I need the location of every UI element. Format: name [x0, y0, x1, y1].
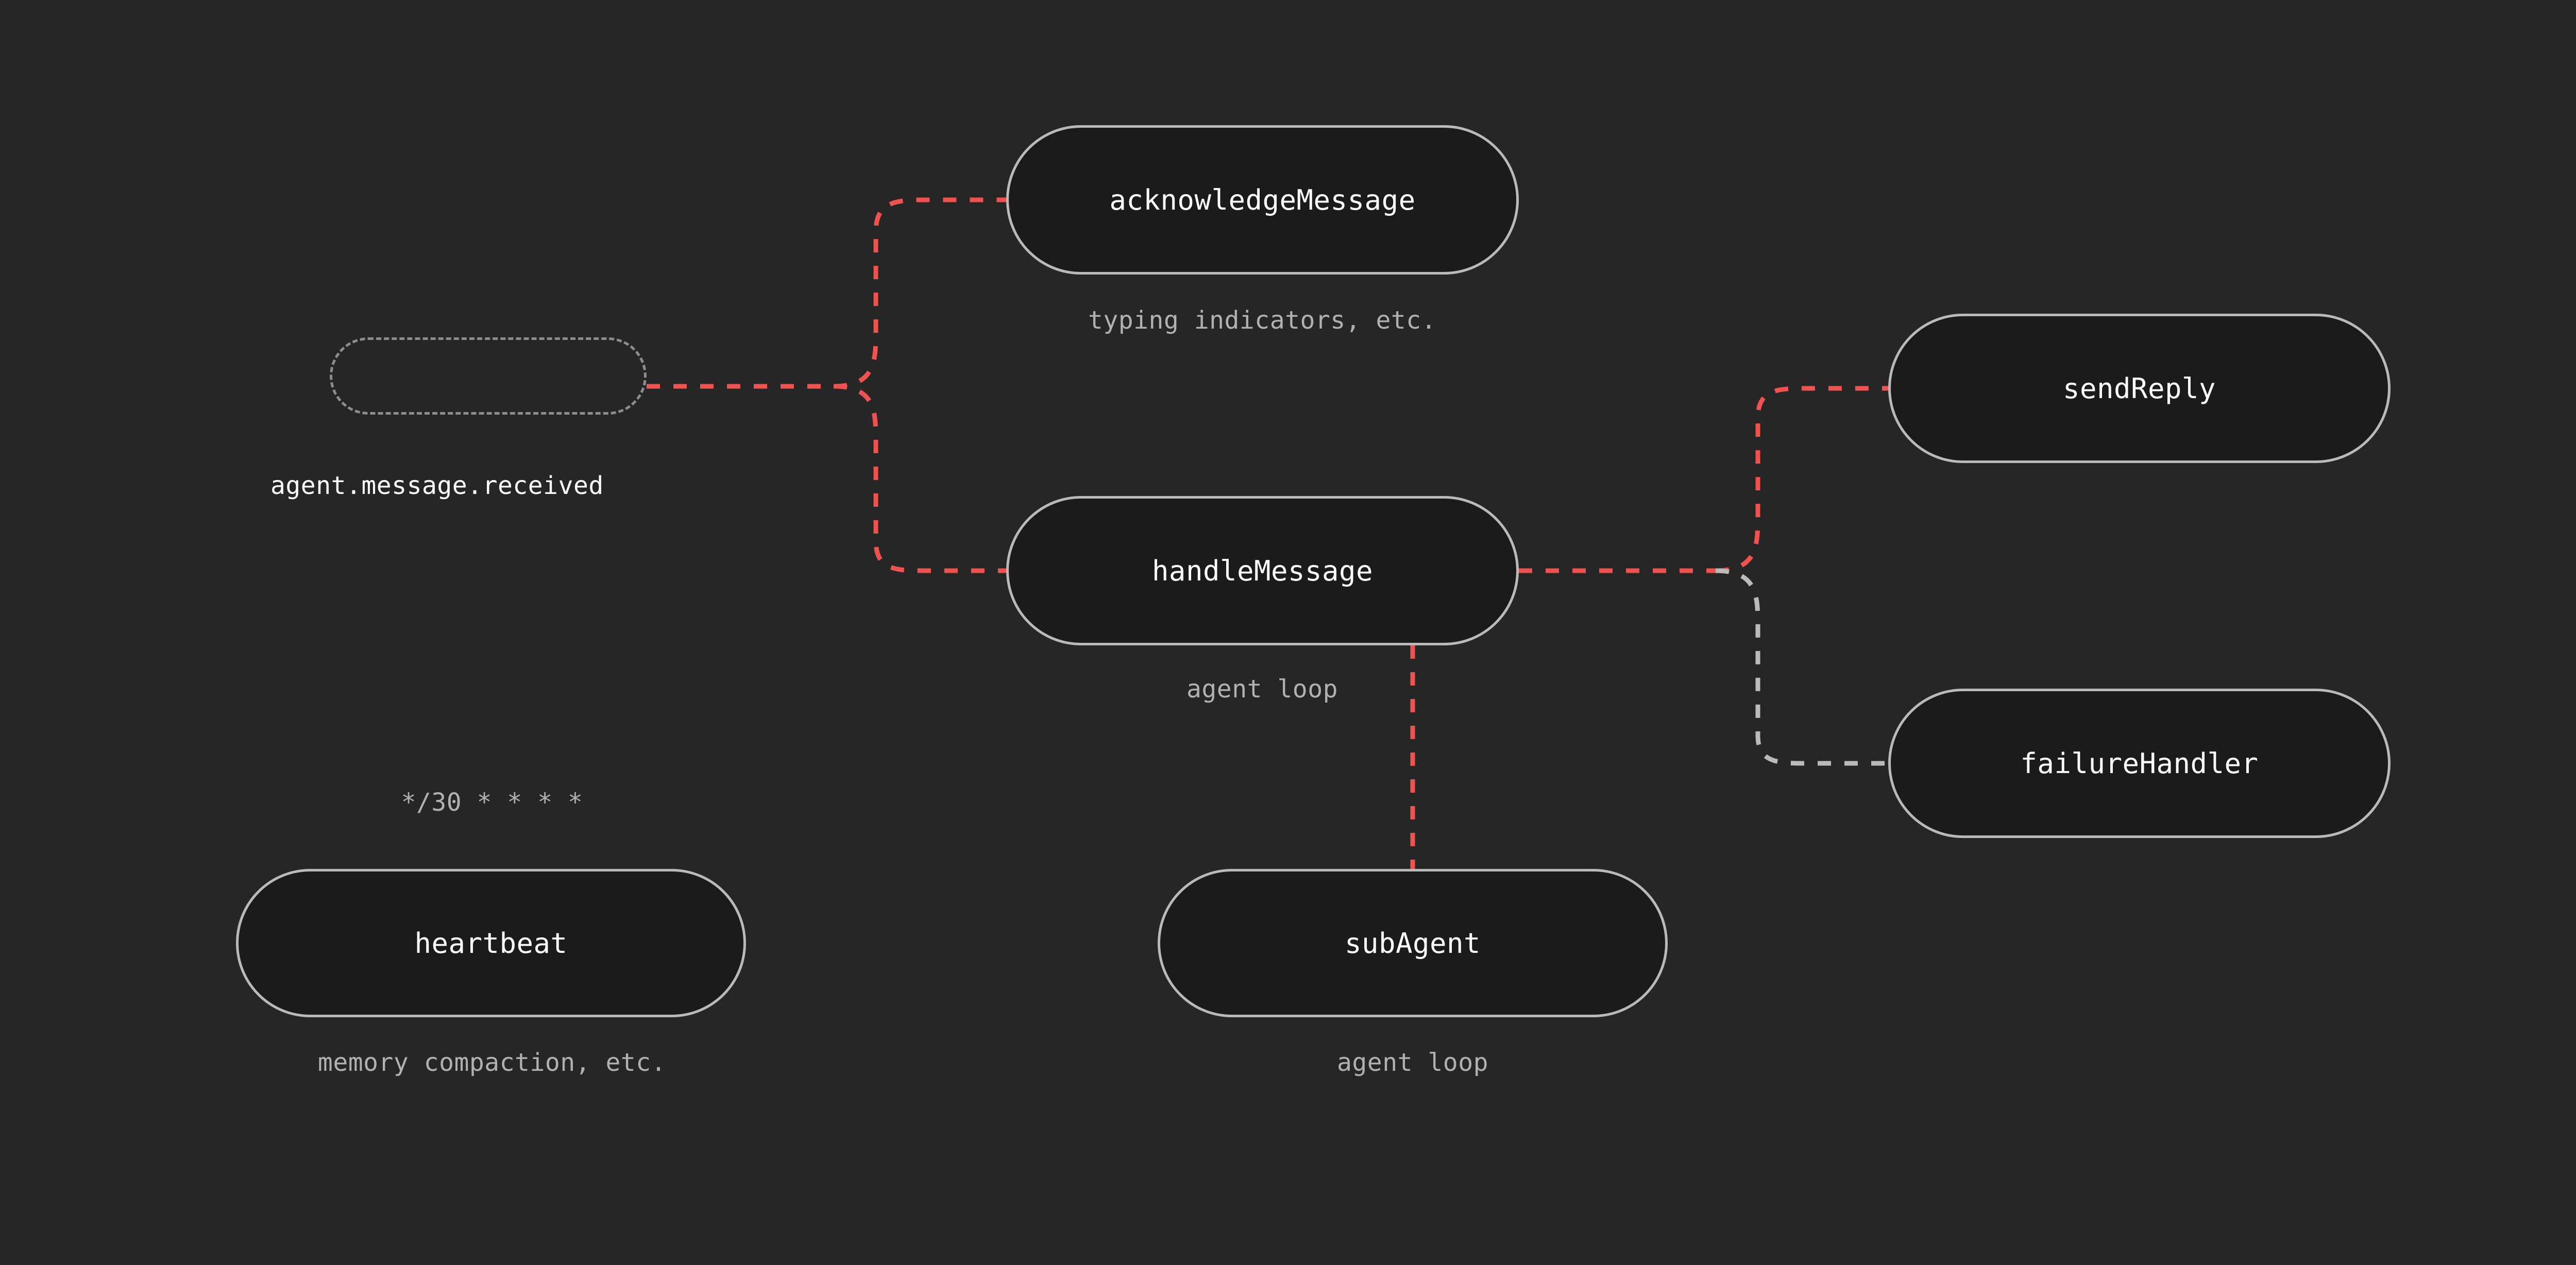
caption-acknowledge-message: typing indicators, etc. [1088, 306, 1437, 335]
caption-trigger-event: agent.message.received [270, 471, 604, 500]
node-heartbeat[interactable]: heartbeat [236, 869, 746, 1017]
edge-trigger-to-handle-message [833, 384, 1006, 573]
node-handle-message-label: handleMessage [1151, 554, 1374, 587]
node-acknowledge-message[interactable]: acknowledgeMessage [1006, 125, 1519, 275]
caption-sub-agent: agent loop [1337, 1048, 1488, 1077]
node-acknowledge-message-label: acknowledgeMessage [1109, 183, 1416, 216]
edge-handle-message-to-send-reply [1715, 386, 1888, 573]
node-sub-agent[interactable]: subAgent [1158, 869, 1668, 1017]
node-trigger-event[interactable] [330, 337, 647, 415]
node-handle-message[interactable]: handleMessage [1006, 496, 1519, 645]
caption-handle-message: agent loop [1187, 675, 1338, 704]
edge-trigger-to-acknowledge-message [833, 197, 1006, 389]
node-heartbeat-label: heartbeat [414, 927, 568, 960]
node-sub-agent-label: subAgent [1344, 927, 1481, 960]
node-failure-handler-label: failureHandler [2020, 747, 2259, 780]
node-send-reply[interactable]: sendReply [1888, 314, 2391, 463]
node-send-reply-label: sendReply [2062, 372, 2216, 405]
caption-heartbeat-schedule: */30 * * * * [401, 788, 583, 817]
caption-heartbeat: memory compaction, etc. [317, 1048, 667, 1077]
node-failure-handler[interactable]: failureHandler [1888, 689, 2391, 838]
edge-handle-message-to-failure-handler [1715, 568, 1888, 766]
